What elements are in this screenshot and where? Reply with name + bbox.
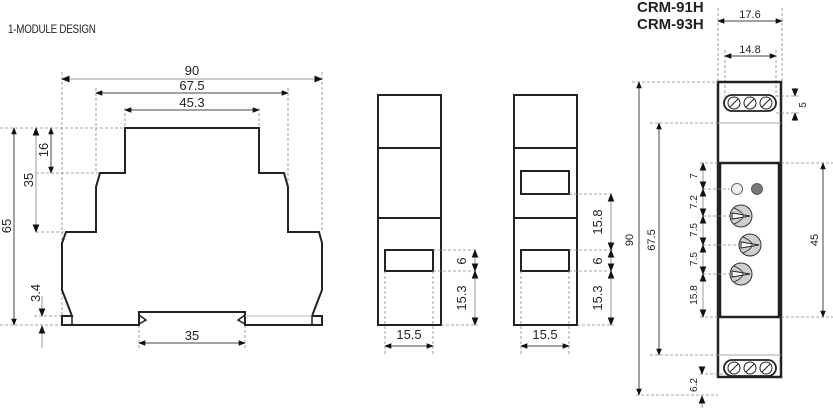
fv1-window-offset: 15.3 <box>454 285 469 310</box>
fp-knob1-offset: 7.2 <box>689 195 700 209</box>
terminal-screws-top <box>727 96 773 110</box>
fp-terminal-offset: 5 <box>798 102 809 108</box>
knob-1 <box>729 204 753 228</box>
fv1-window-height: 6 <box>454 257 469 264</box>
diagram-title: 1-MODULE DESIGN <box>8 22 96 36</box>
dim-foot-height: 3.4 <box>28 284 43 302</box>
fp-knob2-offset: 7.5 <box>689 223 700 237</box>
dim-rail-width: 35 <box>185 328 199 343</box>
dim-width-mid: 67.5 <box>179 78 204 93</box>
model-name-2: CRM-93H <box>637 16 704 33</box>
fv2-window-height: 6 <box>590 257 605 264</box>
fp-height-total: 90 <box>624 234 636 246</box>
dim-width-top: 45.3 <box>179 95 204 110</box>
fp-height-inner: 67.5 <box>646 229 658 250</box>
led-indicator-on <box>751 183 763 195</box>
fp-width-total: 17.6 <box>739 9 760 21</box>
model-name-1: CRM-91H <box>637 0 704 16</box>
fp-bottom-offset: 15.8 <box>689 285 700 305</box>
side-view: 90 67.5 45.3 65 35 16 3.4 35 <box>0 63 323 350</box>
fp-knob3-offset: 7.5 <box>689 252 700 266</box>
fv2-upper-window-offset: 15.8 <box>590 209 605 234</box>
knob-3 <box>729 262 753 286</box>
knob-2 <box>738 233 762 257</box>
front-view-1: 6 15.3 15.5 <box>377 94 479 355</box>
dim-height-top: 16 <box>36 143 51 157</box>
terminal-screws-bottom <box>727 361 773 375</box>
dim-height-total: 65 <box>0 219 14 233</box>
dim-width-total: 90 <box>185 63 199 78</box>
fv1-width: 15.5 <box>396 327 421 342</box>
fp-led-offset: 7 <box>689 173 700 179</box>
fp-bottom-terminal-offset: 6.2 <box>689 378 700 392</box>
fp-width-inner: 14.8 <box>739 44 760 56</box>
fv2-window-offset: 15.3 <box>590 285 605 310</box>
front-panel-view: 17.6 14.8 <box>624 8 833 408</box>
dim-height-shoulder: 35 <box>21 173 36 187</box>
fp-panel-height: 45 <box>809 234 821 246</box>
fv2-width: 15.5 <box>532 327 557 342</box>
led-indicator-off <box>731 183 743 195</box>
front-view-2: 15.8 6 15.3 15.5 <box>513 94 615 355</box>
